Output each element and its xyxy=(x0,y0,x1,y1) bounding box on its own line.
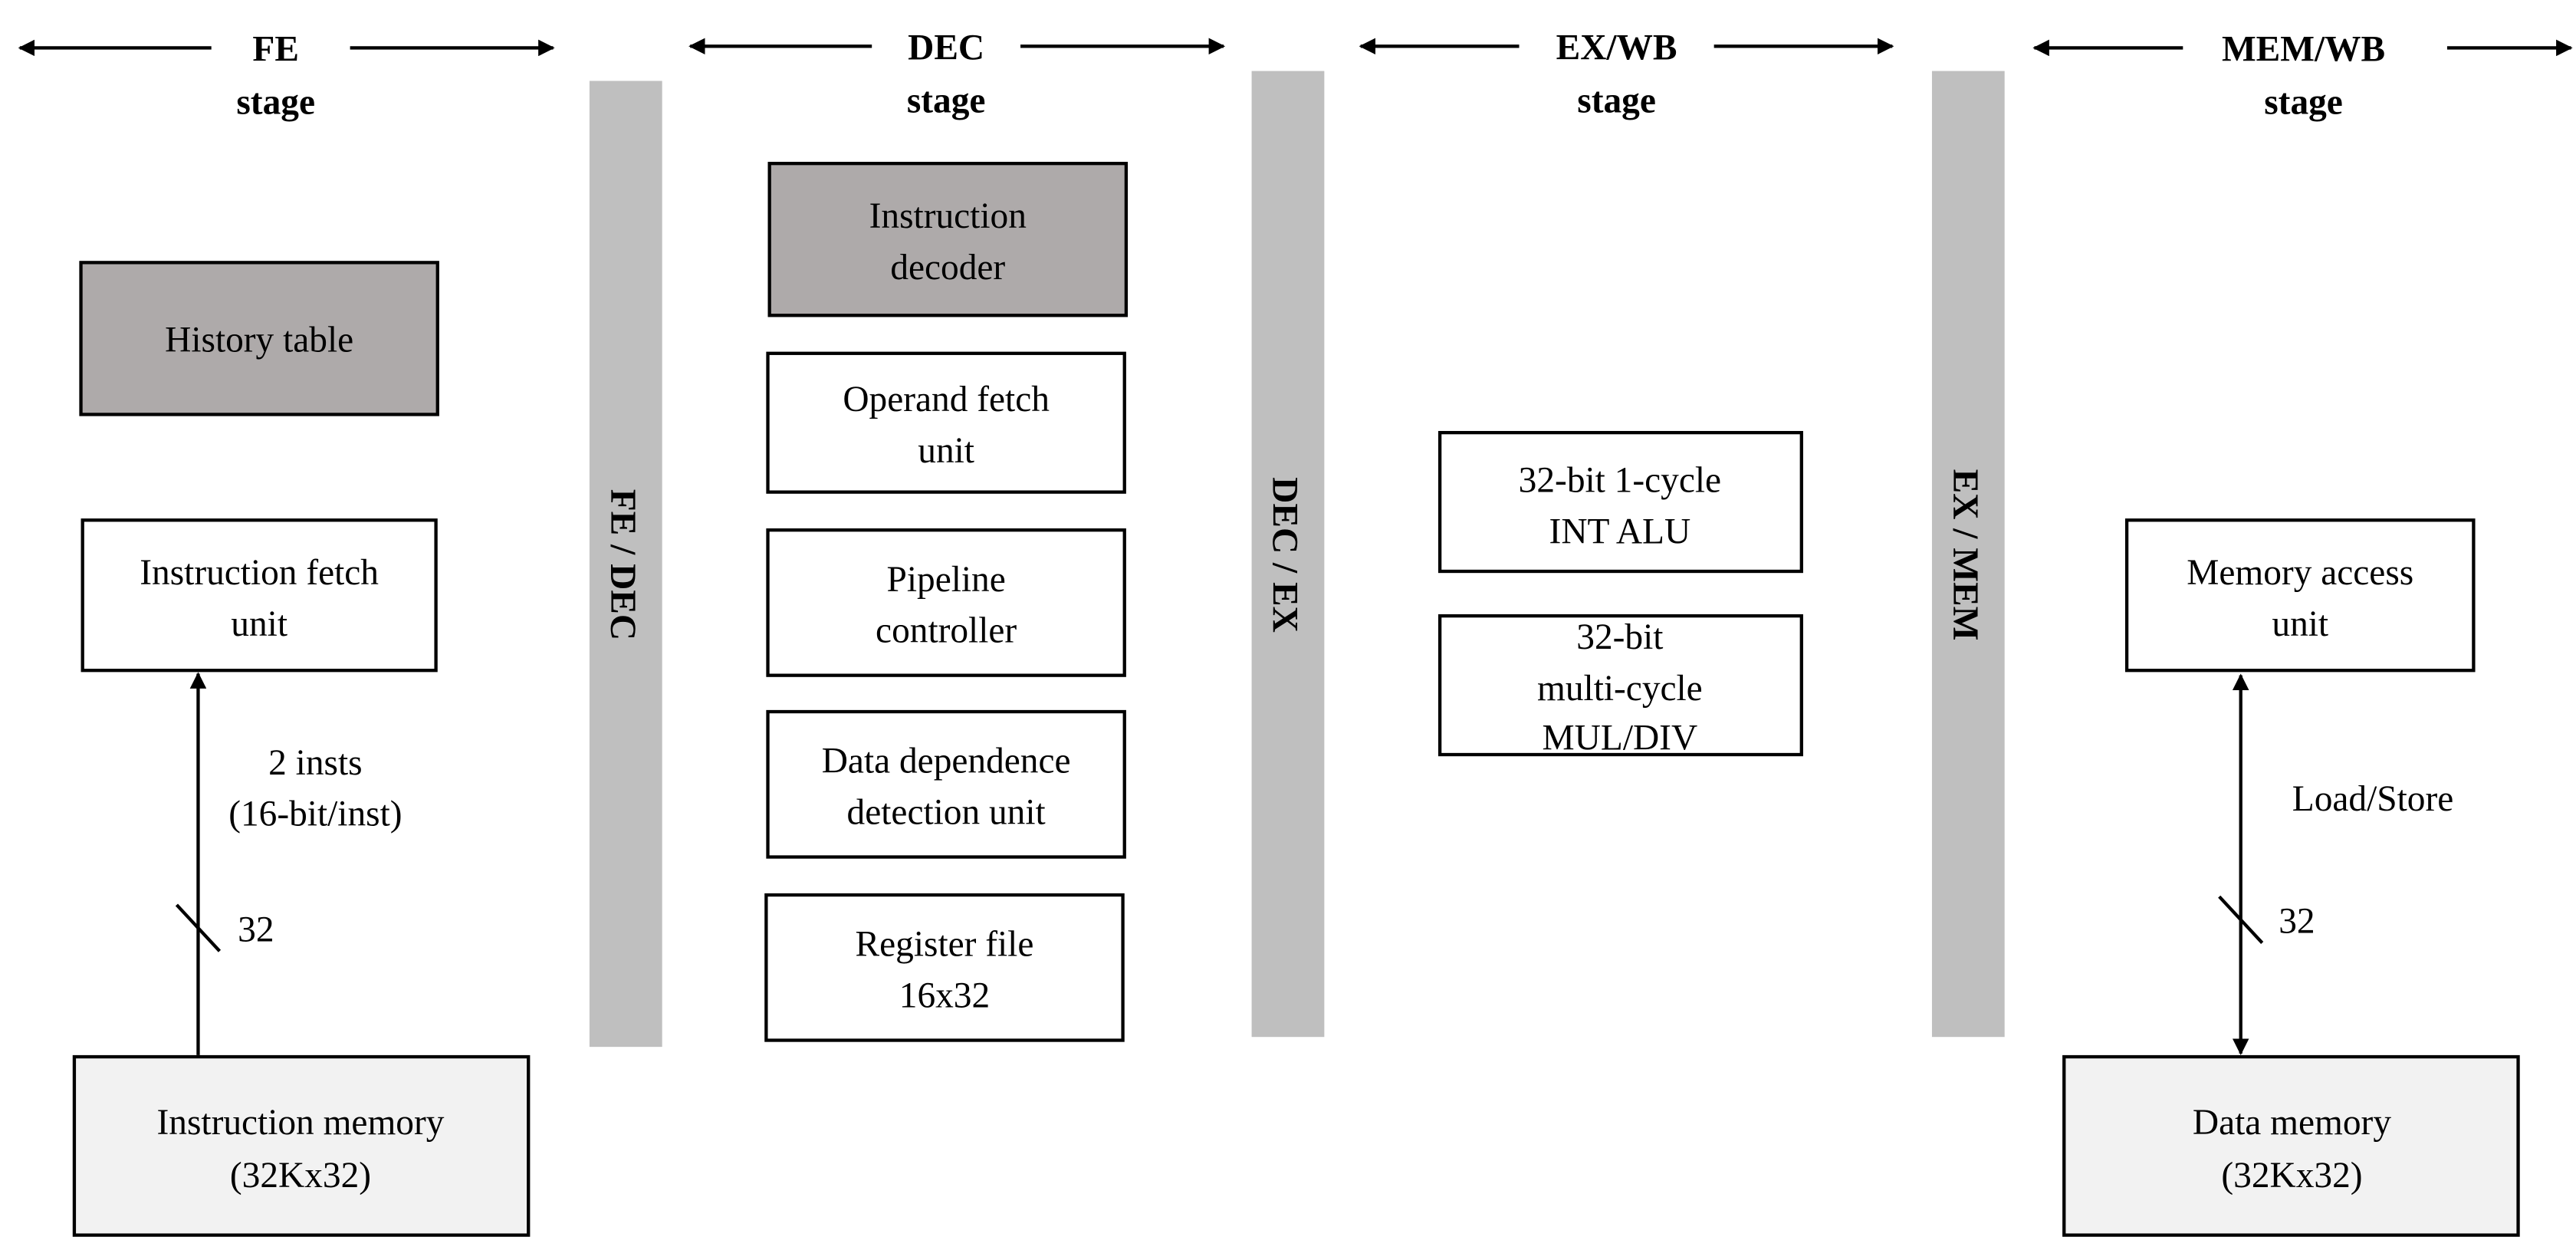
stage-header-memwb: MEM/WB stage xyxy=(2032,30,2573,123)
stage-header-dec: DEC stage xyxy=(688,28,1226,120)
mul-div-block: 32-bit multi-cycle MUL/DIV xyxy=(1438,613,1803,758)
instruction-fetch-label-line2: unit xyxy=(231,604,288,644)
mul-div-label-line1: 32-bit xyxy=(1576,617,1663,657)
memwb-stage-title: MEM/WB xyxy=(2222,30,2385,70)
pipeline-controller-label-line2: controller xyxy=(876,611,1017,651)
history-table-block: History table xyxy=(79,261,439,416)
data-dependence-label-line1: Data dependence xyxy=(822,742,1071,781)
int-alu-block: 32-bit 1-cycle INT ALU xyxy=(1438,430,1803,574)
dec-stage-subtitle: stage xyxy=(907,81,986,120)
exwb-stage-title: EX/WB xyxy=(1556,28,1677,68)
instruction-memory-label-line2: (32Kx32) xyxy=(230,1156,371,1196)
fetch-bus: 32 2 insts (16-bit/inst) xyxy=(175,672,402,1055)
data-memory-block: Data memory (32Kx32) xyxy=(2062,1054,2520,1237)
memory-access-label-line2: unit xyxy=(2272,604,2328,644)
memory-bus: 32 Load/Store xyxy=(2218,673,2453,1055)
pipeline-register-bar xyxy=(589,81,662,1048)
fe-stage-title: FE xyxy=(252,30,299,70)
pipeline-register-label: DEC / EX xyxy=(1265,477,1305,633)
stage-header-fe: FE stage xyxy=(18,30,555,123)
pipeline-controller-label-line1: Pipeline xyxy=(887,560,1006,600)
pipeline-register-ex-mem: EX / MEM xyxy=(1931,71,2005,1038)
exwb-stage-subtitle: stage xyxy=(1577,81,1656,120)
memwb-stage-subtitle: stage xyxy=(2264,83,2343,123)
instruction-fetch-label-line1: Instruction fetch xyxy=(140,553,379,593)
mul-div-label-line2: multi-cycle xyxy=(1537,669,1703,709)
memory-access-label-line1: Memory access xyxy=(2187,553,2413,593)
instruction-decoder-label-line2: decoder xyxy=(890,248,1005,288)
instruction-decoder-block: Instruction decoder xyxy=(767,162,1129,317)
data-memory-label-line1: Data memory xyxy=(2193,1103,2391,1143)
register-file-block: Register file 16x32 xyxy=(764,893,1125,1042)
stage-header-exwb: EX/WB stage xyxy=(1359,28,1894,120)
instruction-memory-label-line1: Instruction memory xyxy=(157,1103,445,1143)
fe-stage-subtitle: stage xyxy=(236,83,315,123)
pipeline-register-label: FE / DEC xyxy=(603,489,642,640)
instruction-fetch-unit-block: Instruction fetch unit xyxy=(80,518,438,673)
operand-fetch-label-line1: Operand fetch xyxy=(843,380,1050,419)
data-dependence-unit-block: Data dependence detection unit xyxy=(766,709,1126,859)
data-dependence-label-line2: detection unit xyxy=(847,792,1046,832)
register-file-label-line2: 16x32 xyxy=(899,975,990,1015)
pipeline-register-bar xyxy=(1931,71,2005,1038)
pipeline-register-fe-dec: FE / DEC xyxy=(589,81,662,1048)
bus-width-slash xyxy=(2218,895,2264,944)
fetch-bus-width: 32 xyxy=(238,910,274,949)
pipeline-controller-block: Pipeline controller xyxy=(766,528,1126,677)
mul-div-label-line3: MUL/DIV xyxy=(1543,719,1698,758)
load-store-label: Load/Store xyxy=(2292,779,2453,819)
memory-access-unit-block: Memory access unit xyxy=(2124,518,2476,673)
fetch-annotation-line1: 2 insts xyxy=(268,743,362,783)
instruction-decoder-label-line1: Instruction xyxy=(869,196,1027,236)
dec-stage-title: DEC xyxy=(908,28,984,68)
history-table-label: History table xyxy=(165,321,353,360)
register-file-label-line1: Register file xyxy=(856,925,1034,965)
fetch-annotation-line2: (16-bit/inst) xyxy=(228,794,402,834)
int-alu-label-line1: 32-bit 1-cycle xyxy=(1519,461,1721,501)
int-alu-label-line2: INT ALU xyxy=(1549,512,1691,551)
pipeline-register-dec-ex: DEC / EX xyxy=(1251,71,1325,1038)
pipeline-register-bar xyxy=(1251,71,1325,1038)
pipeline-register-label: EX / MEM xyxy=(1945,469,1985,641)
memory-bus-width: 32 xyxy=(2279,902,2315,942)
data-memory-label-line2: (32Kx32) xyxy=(2221,1156,2362,1196)
operand-fetch-unit-block: Operand fetch unit xyxy=(766,351,1126,494)
instruction-memory-block: Instruction memory (32Kx32) xyxy=(72,1054,531,1237)
operand-fetch-label-line2: unit xyxy=(918,431,974,471)
bus-width-slash xyxy=(175,903,222,952)
